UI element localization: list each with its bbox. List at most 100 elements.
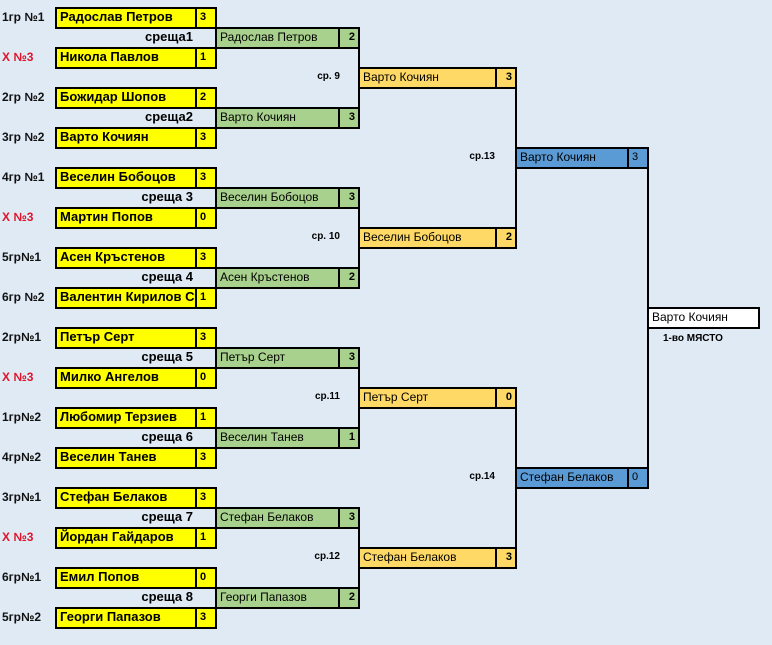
- round2-score-cell[interactable]: 2: [338, 267, 360, 289]
- connector-line: [215, 247, 217, 289]
- seed-label: 3гр№1: [2, 490, 42, 504]
- match-label: среща 5: [141, 349, 193, 364]
- seed-label: 3гр №2: [2, 130, 45, 144]
- round3-score-cell[interactable]: 0: [495, 387, 517, 409]
- round2-name-cell[interactable]: Радослав Петров: [215, 27, 340, 49]
- semifinal-name-cell[interactable]: Стефан Белаков: [515, 467, 629, 489]
- seed-label: 5гр№1: [2, 250, 42, 264]
- match-label: среща2: [145, 109, 193, 124]
- connector-line: [215, 407, 217, 449]
- player-name-cell[interactable]: Петър Серт: [55, 327, 197, 349]
- player-name-cell[interactable]: Мартин Попов: [55, 207, 197, 229]
- final-winner-cell[interactable]: Варто Кочиян: [647, 307, 760, 329]
- match-label: среща 6: [141, 429, 193, 444]
- round2-name-cell[interactable]: Веселин Танев: [215, 427, 340, 449]
- player-score-cell[interactable]: 2: [195, 87, 217, 109]
- round3-score-cell[interactable]: 2: [495, 227, 517, 249]
- semifinal-score-cell[interactable]: 0: [627, 467, 649, 489]
- player-name-cell[interactable]: Йордан Гайдаров: [55, 527, 197, 549]
- connector-line: [215, 7, 217, 49]
- player-name-cell[interactable]: Валентин Кирилов Ст: [55, 287, 197, 309]
- player-score-cell[interactable]: 0: [195, 207, 217, 229]
- connector-line: [215, 567, 217, 609]
- player-score-cell[interactable]: 3: [195, 247, 217, 269]
- match-label: среща1: [145, 29, 193, 44]
- player-name-cell[interactable]: Георги Папазов: [55, 607, 197, 629]
- round2-score-cell[interactable]: 3: [338, 507, 360, 529]
- player-score-cell[interactable]: 3: [195, 327, 217, 349]
- match-label: ср.13: [469, 151, 495, 162]
- player-name-cell[interactable]: Варто Кочиян: [55, 127, 197, 149]
- round2-name-cell[interactable]: Веселин Бобоцов: [215, 187, 340, 209]
- round2-score-cell[interactable]: 1: [338, 427, 360, 449]
- connector-line: [215, 167, 217, 209]
- round2-score-cell[interactable]: 2: [338, 587, 360, 609]
- seed-label: 4гр№2: [2, 450, 42, 464]
- connector-line: [215, 87, 217, 129]
- match-label: ср.12: [314, 551, 340, 562]
- match-label: ср. 9: [317, 71, 340, 82]
- match-label: ср.14: [469, 471, 495, 482]
- player-score-cell[interactable]: 0: [195, 367, 217, 389]
- seed-label: 1гр №1: [2, 10, 45, 24]
- round3-name-cell[interactable]: Веселин Бобоцов: [358, 227, 497, 249]
- round3-score-cell[interactable]: 3: [495, 547, 517, 569]
- player-score-cell[interactable]: 3: [195, 447, 217, 469]
- round3-name-cell[interactable]: Петър Серт: [358, 387, 497, 409]
- player-score-cell[interactable]: 3: [195, 487, 217, 509]
- seed-label: X №3: [2, 370, 34, 384]
- player-score-cell[interactable]: 3: [195, 167, 217, 189]
- player-score-cell[interactable]: 1: [195, 407, 217, 429]
- round2-name-cell[interactable]: Стефан Белаков: [215, 507, 340, 529]
- player-name-cell[interactable]: Божидар Шопов: [55, 87, 197, 109]
- round3-score-cell[interactable]: 3: [495, 67, 517, 89]
- round2-name-cell[interactable]: Асен Кръстенов: [215, 267, 340, 289]
- player-name-cell[interactable]: Милко Ангелов: [55, 367, 197, 389]
- round2-score-cell[interactable]: 3: [338, 107, 360, 129]
- semifinal-name-cell[interactable]: Варто Кочиян: [515, 147, 629, 169]
- match-label: среща 4: [141, 269, 193, 284]
- seed-label: X №3: [2, 50, 34, 64]
- seed-label: 1гр№2: [2, 410, 42, 424]
- round2-score-cell[interactable]: 2: [338, 27, 360, 49]
- player-score-cell[interactable]: 0: [195, 567, 217, 589]
- player-name-cell[interactable]: Емил Попов: [55, 567, 197, 589]
- player-name-cell[interactable]: Асен Кръстенов: [55, 247, 197, 269]
- round2-score-cell[interactable]: 3: [338, 187, 360, 209]
- seed-label: X №3: [2, 210, 34, 224]
- player-name-cell[interactable]: Никола Павлов: [55, 47, 197, 69]
- seed-label: 2гр№1: [2, 330, 42, 344]
- player-score-cell[interactable]: 3: [195, 127, 217, 149]
- player-name-cell[interactable]: Любомир Терзиев: [55, 407, 197, 429]
- match-label: ср.11: [314, 391, 340, 402]
- match-label: среща 7: [141, 509, 193, 524]
- seed-label: X №3: [2, 530, 34, 544]
- seed-label: 2гр №2: [2, 90, 45, 104]
- match-label: среща 8: [141, 589, 193, 604]
- seed-label: 4гр №1: [2, 170, 45, 184]
- seed-label: 6гр№1: [2, 570, 42, 584]
- round2-name-cell[interactable]: Варто Кочиян: [215, 107, 340, 129]
- player-name-cell[interactable]: Радослав Петров: [55, 7, 197, 29]
- seed-label: 5гр№2: [2, 610, 42, 624]
- player-score-cell[interactable]: 1: [195, 527, 217, 549]
- round2-name-cell[interactable]: Петър Серт: [215, 347, 340, 369]
- match-label: среща 3: [141, 189, 193, 204]
- player-name-cell[interactable]: Веселин Бобоцов: [55, 167, 197, 189]
- connector-line: [215, 487, 217, 529]
- round2-name-cell[interactable]: Георги Папазов: [215, 587, 340, 609]
- round3-name-cell[interactable]: Варто Кочиян: [358, 67, 497, 89]
- semifinal-score-cell[interactable]: 3: [627, 147, 649, 169]
- player-score-cell[interactable]: 1: [195, 287, 217, 309]
- connector-line: [215, 327, 217, 369]
- round2-score-cell[interactable]: 3: [338, 347, 360, 369]
- round3-name-cell[interactable]: Стефан Белаков: [358, 547, 497, 569]
- seed-label: 6гр №2: [2, 290, 45, 304]
- match-label: ср. 10: [311, 231, 340, 242]
- player-name-cell[interactable]: Стефан Белаков: [55, 487, 197, 509]
- player-score-cell[interactable]: 3: [195, 607, 217, 629]
- player-score-cell[interactable]: 1: [195, 47, 217, 69]
- player-score-cell[interactable]: 3: [195, 7, 217, 29]
- player-name-cell[interactable]: Веселин Танев: [55, 447, 197, 469]
